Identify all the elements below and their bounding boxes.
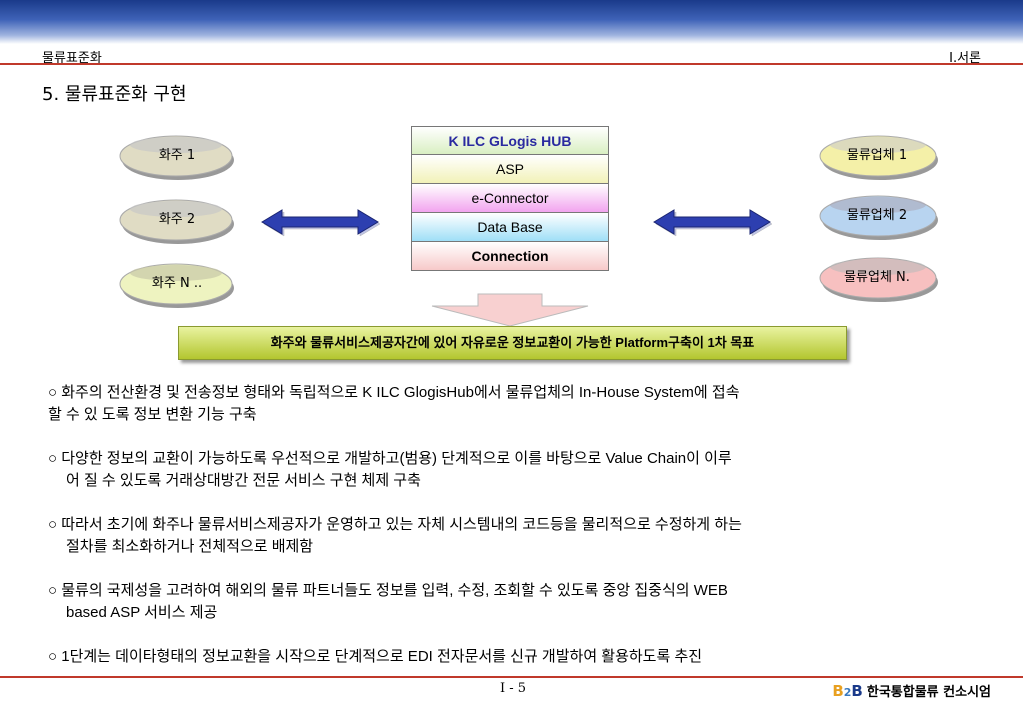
logo-letter-b1: B: [832, 681, 844, 700]
shipper-node-2: 화주 2: [118, 194, 236, 244]
paragraph-4: ○ 물류의 국제성을 고려하여 해외의 물류 파트너들도 정보를 입력, 수정,…: [48, 580, 993, 624]
logistics-label-2: 물류업체 2: [846, 208, 908, 223]
logistics-node-2: 물류업체 2: [818, 190, 938, 240]
logistics-node-n: 물류업체 N.: [818, 252, 938, 302]
paragraph-5-line-1: ○ 1단계는 데이타형태의 정보교환을 시작으로 단계적으로 EDI 전자문서를…: [48, 648, 703, 665]
page-title: 5. 물류표준화 구현: [42, 84, 187, 105]
right-double-arrow: [653, 209, 773, 237]
footer-org: B2B 한국통합물류 컨소시엄: [832, 681, 991, 701]
footer-divider: [0, 676, 1023, 678]
shipper-label-1: 화주 1: [158, 148, 196, 163]
down-arrow: [431, 293, 589, 327]
paragraph-3-line-2: 절차를 최소화하거나 전체적으로 배제함: [66, 538, 314, 555]
paragraph-2-line-2: 어 질 수 있도록 거래상대방간 전문 서비스 구현 체제 구축: [66, 472, 421, 489]
paragraph-2: ○ 다양한 정보의 교환이 가능하도록 우선적으로 개발하고(범용) 단계적으로…: [48, 448, 993, 492]
shipper-label-n: 화주 N ..: [151, 276, 203, 291]
body-text: ○ 화주의 전산환경 및 전송정보 형태와 독립적으로 K ILC Glogis…: [48, 382, 993, 690]
paragraph-4-line-2: based ASP 서비스 제공: [66, 604, 218, 621]
page-number: Ⅰ - 5: [500, 681, 527, 696]
org-name: 한국통합물류 컨소시엄: [866, 685, 991, 700]
paragraph-3-line-1: ○ 따라서 초기에 화주나 물류서비스제공자가 운영하고 있는 자체 시스템내의…: [48, 516, 742, 533]
stack-layer-hub: K ILC GLogis HUB: [411, 126, 609, 155]
paragraph-3: ○ 따라서 초기에 화주나 물류서비스제공자가 운영하고 있는 자체 시스템내의…: [48, 514, 993, 558]
stack-layer-asp: ASP: [411, 155, 609, 184]
header-divider: [0, 63, 1023, 65]
logistics-node-1: 물류업체 1: [818, 130, 938, 180]
logistics-label-n: 물류업체 N.: [844, 270, 910, 285]
stack-layer-connector: e-Connector: [411, 184, 609, 213]
section-label: 물류표준화: [42, 51, 102, 66]
left-double-arrow: [261, 209, 381, 237]
shipper-label-2: 화주 2: [158, 212, 196, 227]
stack-layer-connection: Connection: [411, 242, 609, 271]
shipper-node-n: 화주 N ..: [118, 258, 236, 308]
paragraph-1-line-2: 할 수 있 도록 정보 변환 기능 구축: [48, 406, 257, 423]
paragraph-1-line-1: ○ 화주의 전산환경 및 전송정보 형태와 독립적으로 K ILC Glogis…: [48, 384, 740, 401]
stack-layer-database: Data Base: [411, 213, 609, 242]
chapter-label: Ⅰ.서론: [949, 51, 981, 66]
shipper-node-1: 화주 1: [118, 130, 236, 180]
paragraph-5: ○ 1단계는 데이타형태의 정보교환을 시작으로 단계적으로 EDI 전자문서를…: [48, 646, 993, 668]
paragraph-1: ○ 화주의 전산환경 및 전송정보 형태와 독립적으로 K ILC Glogis…: [48, 382, 993, 426]
top-banner: [0, 0, 1023, 44]
logo-digit: 2: [843, 685, 852, 699]
paragraph-2-line-1: ○ 다양한 정보의 교환이 가능하도록 우선적으로 개발하고(범용) 단계적으로…: [48, 450, 732, 467]
platform-stack: K ILC GLogis HUB ASP e-Connector Data Ba…: [411, 126, 609, 271]
goal-banner: 화주와 물류서비스제공자간에 있어 자유로운 정보교환이 가능한 Platfor…: [178, 326, 847, 360]
logo-letter-b2: B: [851, 681, 863, 700]
paragraph-4-line-1: ○ 물류의 국제성을 고려하여 해외의 물류 파트너들도 정보를 입력, 수정,…: [48, 582, 728, 599]
logistics-label-1: 물류업체 1: [846, 148, 908, 163]
b2b-logo-icon: B2B: [832, 682, 863, 700]
